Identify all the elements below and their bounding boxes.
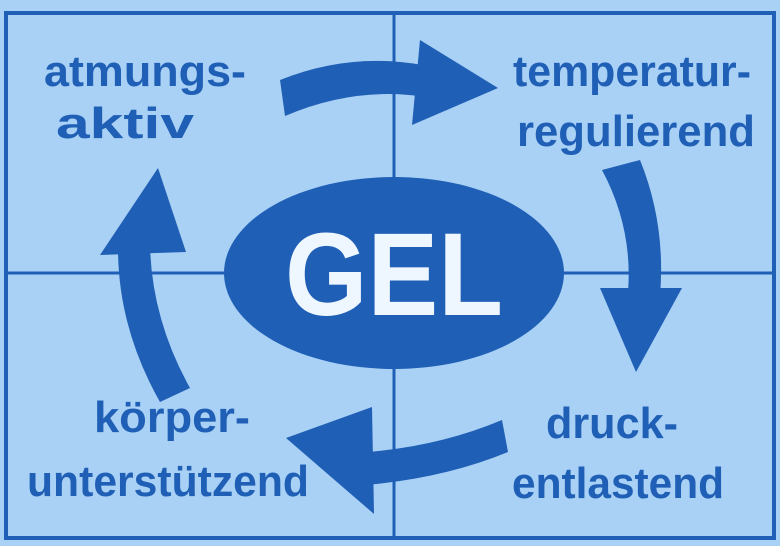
label-bottom-left-line1: körper- [94,393,250,442]
label-top-left-line2: aktiv [56,99,195,148]
label-bottom-right-line2: entlastend [512,459,724,508]
label-top-right-line2: regulierend [517,107,755,156]
center-ellipse [224,177,564,369]
label-bottom-right-line1: druck- [546,399,678,448]
cycle-arrow-bottom [286,407,508,514]
center-word: GEL [285,209,503,341]
label-top-right-line1: temperatur- [513,47,751,96]
cycle-arrow-top [280,40,498,125]
label-top-left-line1: atmungs- [44,47,246,96]
label-bottom-left-line2: unterstützend [27,457,309,506]
cycle-arrow-right [600,160,682,372]
cycle-arrow-left [100,168,190,402]
outer-frame [4,11,776,540]
